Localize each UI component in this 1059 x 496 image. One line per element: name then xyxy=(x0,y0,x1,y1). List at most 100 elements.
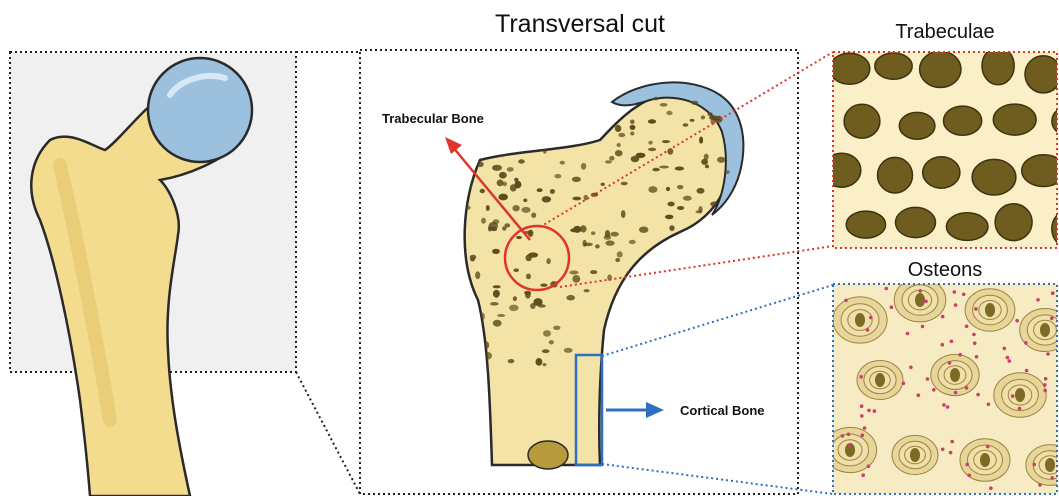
pore-dot xyxy=(492,165,502,171)
pore-dot xyxy=(540,284,547,287)
osteocyte-dot xyxy=(902,382,906,386)
pore-dot xyxy=(560,161,565,165)
trabecular-bone-label: Trabecular Bone xyxy=(382,111,484,126)
pore-dot xyxy=(536,358,543,366)
pore-dot xyxy=(564,348,573,353)
pore-dot xyxy=(524,291,531,295)
trabecula-cavity xyxy=(899,112,935,139)
pore-dot xyxy=(514,181,521,189)
pore-dot xyxy=(570,228,578,232)
trabecula-cavity xyxy=(829,53,869,84)
pore-dot xyxy=(601,183,605,186)
osteocyte-dot xyxy=(890,305,894,309)
pore-dot xyxy=(697,188,705,194)
osteocyte-dot xyxy=(950,440,954,444)
osteocyte-dot xyxy=(860,414,864,418)
pore-dot xyxy=(591,231,595,235)
osteocyte-dot xyxy=(941,315,945,319)
pore-dot xyxy=(481,218,486,224)
trabecula-cavity xyxy=(993,104,1036,135)
pore-dot xyxy=(677,206,684,210)
pore-dot xyxy=(572,197,581,201)
femoral-head-cartilage xyxy=(148,58,252,162)
pore-dot xyxy=(572,177,581,182)
pore-dot xyxy=(542,349,550,353)
pore-dot xyxy=(699,137,703,144)
osteocyte-dot xyxy=(941,448,945,452)
haversian-canal xyxy=(980,453,990,467)
haversian-canal xyxy=(985,303,995,317)
osteocyte-dot xyxy=(967,474,971,478)
pore-dot xyxy=(489,222,498,230)
pore-dot xyxy=(546,258,550,264)
pore-dot xyxy=(617,143,621,147)
pore-dot xyxy=(636,153,646,158)
osteocyte-dot xyxy=(873,409,877,413)
cortical-bone-label: Cortical Bone xyxy=(680,403,765,418)
diagram-title: Transversal cut xyxy=(495,10,665,38)
osteocyte-dot xyxy=(1024,341,1028,345)
osteocyte-dot xyxy=(986,445,990,449)
pore-dot xyxy=(701,115,705,119)
osteocyte-dot xyxy=(847,444,851,448)
pore-dot xyxy=(514,178,518,182)
trabecula-cavity xyxy=(1025,56,1059,93)
osteocyte-dot xyxy=(841,434,845,438)
pore-dot xyxy=(666,111,672,115)
osteocyte-dot xyxy=(1036,298,1040,302)
osteocyte-dot xyxy=(921,325,925,329)
osteocyte-dot xyxy=(1025,369,1029,373)
pore-dot xyxy=(492,249,500,254)
osteocyte-dot xyxy=(1043,383,1047,387)
pore-dot xyxy=(610,232,619,237)
osteocyte-dot xyxy=(954,303,958,307)
pore-dot xyxy=(498,194,508,201)
pore-dot xyxy=(615,125,621,132)
pore-dot xyxy=(615,258,620,262)
trabecula-cavity xyxy=(920,51,961,87)
trabecula-cavity xyxy=(844,104,880,138)
pore-dot xyxy=(677,185,683,189)
osteocyte-dot xyxy=(1003,347,1007,351)
osteocyte-dot xyxy=(917,393,921,397)
medullary-cavity xyxy=(528,441,568,469)
haversian-canal xyxy=(855,313,865,327)
pore-dot xyxy=(531,213,536,218)
pore-dot xyxy=(566,295,575,301)
pore-dot xyxy=(516,236,522,239)
osteocyte-dot xyxy=(974,307,978,311)
pore-dot xyxy=(543,330,551,337)
pore-dot xyxy=(508,359,515,363)
osteocyte-dot xyxy=(926,377,930,381)
osteocyte-dot xyxy=(861,433,865,437)
osteocyte-dot xyxy=(866,328,870,332)
trabecula-cavity xyxy=(944,106,982,135)
pore-dot xyxy=(705,165,709,169)
pore-dot xyxy=(480,189,485,193)
trabecula-cavity xyxy=(923,157,960,188)
pore-dot xyxy=(530,303,536,309)
pore-dot xyxy=(605,160,612,163)
pore-dot xyxy=(504,223,510,227)
osteocyte-dot xyxy=(965,463,969,467)
pore-dot xyxy=(493,320,502,327)
pore-dot xyxy=(549,340,554,344)
pore-dot xyxy=(630,120,635,125)
osteocyte-dot xyxy=(861,473,865,477)
pore-dot xyxy=(675,167,684,171)
trabecula-cavity xyxy=(972,159,1016,195)
pore-dot xyxy=(490,302,499,306)
pore-dot xyxy=(660,103,668,107)
pore-dot xyxy=(550,189,555,194)
osteocyte-dot xyxy=(1008,359,1012,363)
osteocyte-dot xyxy=(987,403,991,407)
pore-dot xyxy=(553,326,560,330)
osteocyte-dot xyxy=(885,287,889,291)
pore-dot xyxy=(709,115,718,120)
osteocyte-dot xyxy=(1043,389,1047,393)
osteocyte-dot xyxy=(958,353,962,357)
osteocyte-dot xyxy=(924,300,928,304)
pore-dot xyxy=(605,230,610,238)
osteocyte-dot xyxy=(1050,317,1054,321)
